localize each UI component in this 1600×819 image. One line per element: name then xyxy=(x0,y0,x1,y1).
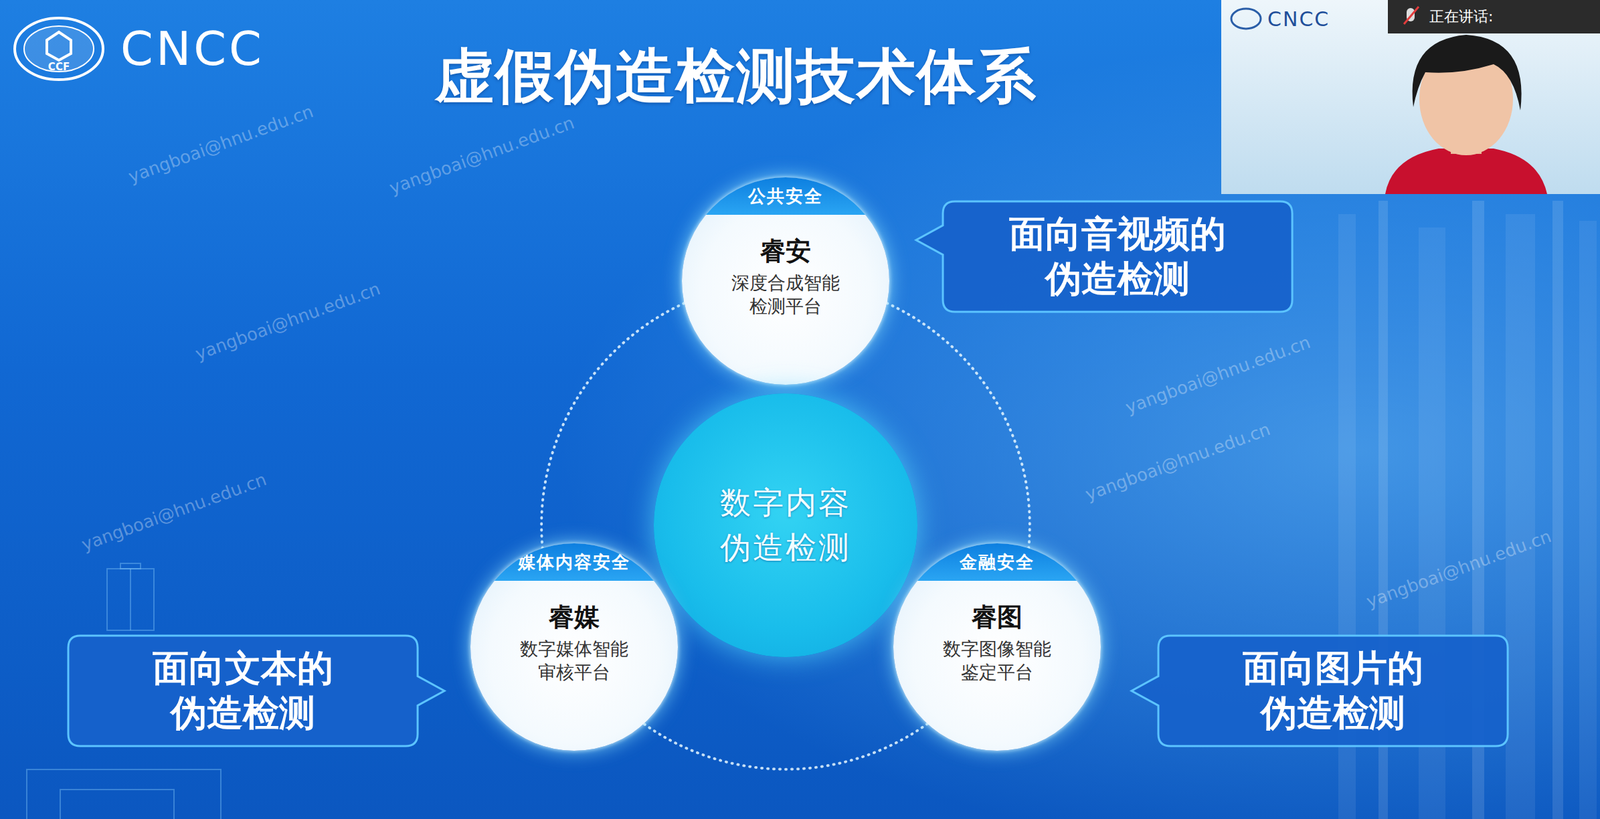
watermark: yangboai@hnu.edu.cn xyxy=(78,469,270,555)
domain-header: 公共安全 xyxy=(681,177,890,215)
platform-circle: 金融安全睿图数字图像智能 鉴定平台 xyxy=(893,543,1101,751)
platform-description: 数字媒体智能 审核平台 xyxy=(518,637,630,684)
platform-description: 深度合成智能 检测平台 xyxy=(730,271,842,318)
domain-header: 媒体内容安全 xyxy=(470,543,678,581)
platform-name: 睿媒 xyxy=(548,602,600,634)
callout-shape xyxy=(916,201,1293,312)
core-text: 数字内容 伪造检测 xyxy=(719,480,852,570)
platform-description: 数字图像智能 鉴定平台 xyxy=(941,637,1053,684)
platform-name: 睿图 xyxy=(971,602,1023,634)
watermark: yangboai@hnu.edu.cn xyxy=(1363,525,1554,612)
ccf-emblem xyxy=(14,18,104,80)
callout-texts: 面向图片的 伪造检测 xyxy=(1221,645,1445,737)
platform-name: 睿安 xyxy=(760,236,812,268)
core-circle: 数字内容 伪造检测 xyxy=(653,393,918,658)
callout-shape xyxy=(68,635,445,747)
callout-text: 面向文本的 伪造检测 xyxy=(131,645,354,737)
circle-content: 睿安深度合成智能 检测平台 xyxy=(681,236,890,318)
callout-shape xyxy=(1131,635,1508,747)
mic-icon xyxy=(1403,6,1419,25)
callout-box: 面向图片的 伪造检测 xyxy=(1158,635,1508,747)
speaking-bar xyxy=(1387,0,1600,34)
watermark: yangboai@hnu.edu.cn xyxy=(386,112,577,199)
circle-content: 睿媒数字媒体智能 审核平台 xyxy=(470,602,678,684)
slide-title: 虚假伪造检测技术体系 xyxy=(434,36,1038,117)
platform-circle: 公共安全睿安深度合成智能 检测平台 xyxy=(681,177,890,385)
watermark: yangboai@hnu.edu.cn xyxy=(1082,418,1273,505)
watermark: yangboai@hnu.edu.cn xyxy=(1122,331,1313,418)
watermark: yangboai@hnu.edu.cn xyxy=(125,101,316,187)
platform-circle: 媒体内容安全睿媒数字媒体智能 审核平台 xyxy=(470,543,678,751)
logo-text: CNCC xyxy=(120,21,265,77)
logo-text: CNCC xyxy=(1267,7,1330,31)
callout-text: 面向音视频的 伪造检测 xyxy=(1006,211,1229,302)
callout-box: 面向文本的 伪造检测 xyxy=(68,635,418,747)
dotted-ring-connector xyxy=(643,724,928,770)
callout-box: 面向音视频的 伪造检测 xyxy=(942,201,1293,312)
webcam-logo xyxy=(1231,8,1261,29)
callout-texts: 面向文本的 伪造检测 xyxy=(131,645,354,737)
watermark: yangboai@hnu.edu.cn xyxy=(192,278,383,365)
callout-text: 面向图片的 伪造检测 xyxy=(1221,645,1445,737)
callout-texts: 面向音视频的 伪造检测 xyxy=(1006,211,1229,302)
webcam-background xyxy=(1221,0,1600,195)
speaking-status: 正在讲话: xyxy=(1429,6,1493,27)
emblem-text: CCF xyxy=(48,60,70,73)
domain-header: 金融安全 xyxy=(893,543,1101,581)
circle-content: 睿图数字图像智能 鉴定平台 xyxy=(893,602,1101,684)
speaker-figure xyxy=(1385,34,1548,195)
